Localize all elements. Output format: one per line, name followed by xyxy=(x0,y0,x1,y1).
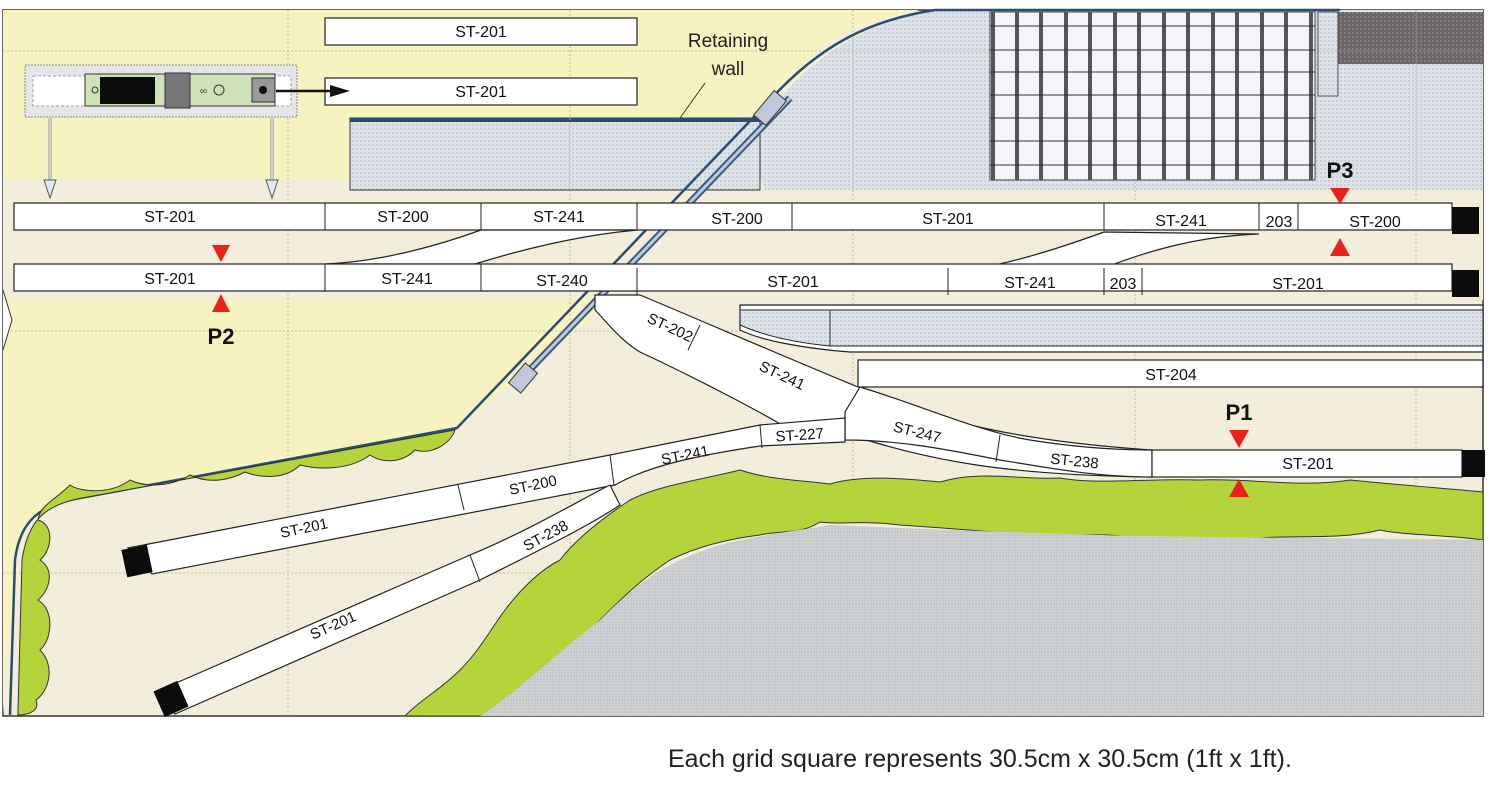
retaining-wall-block xyxy=(349,117,761,191)
track-label: ST-201 xyxy=(455,84,507,101)
slope-wall xyxy=(8,8,1340,716)
lower-right-grey-area xyxy=(480,525,1483,716)
track-label: ST-201 xyxy=(144,271,196,288)
track-label: ST-200 xyxy=(711,211,763,228)
grid-scale-caption: Each grid square represents 30.5cm x 30.… xyxy=(668,745,1292,773)
track-label: 203 xyxy=(1110,276,1137,293)
building-structure xyxy=(989,11,1316,181)
lower-left-tracks: ST-227 ST-241 ST-200 ST-201 ST-238 ST-20… xyxy=(121,417,846,718)
track-label: ST-204 xyxy=(1145,367,1197,384)
svg-text:∞: ∞ xyxy=(200,86,207,97)
marker-p3: P3 xyxy=(1327,158,1354,256)
track-label: ST-201 xyxy=(1272,276,1324,293)
callout-text: Retaining xyxy=(688,31,768,52)
track-label: ST-201 xyxy=(922,211,974,228)
diagonal-track: ST-202 ST-241 ST-247 ST-238 ST-201 xyxy=(594,294,1485,478)
top-storage-tracks: ST-201 ST-201 xyxy=(324,17,638,106)
track-label: ST-201 xyxy=(767,274,819,291)
track-label: ST-241 xyxy=(533,209,585,226)
track-label: ST-200 xyxy=(1349,214,1401,231)
track-row-1: ST-201 ST-200 ST-241 ST-200 ST-201 ST-24… xyxy=(13,202,1479,234)
storage-track-2 xyxy=(324,77,638,106)
track-label: ST-201 xyxy=(455,24,507,41)
track-label: ST-241 xyxy=(381,271,433,288)
storage-track-1 xyxy=(324,17,638,46)
track-label: ST-201 xyxy=(1282,456,1334,473)
siding-st204: ST-204 xyxy=(857,359,1484,388)
marker-p2: P2 xyxy=(208,245,235,349)
marker-label: P1 xyxy=(1226,400,1253,425)
track-label: ST-201 xyxy=(144,209,196,226)
retaining-wall-callout: Retaining wall xyxy=(679,31,768,119)
dark-roof-area xyxy=(1338,12,1483,64)
track-label: ST-240 xyxy=(536,273,588,290)
board-edge-notch xyxy=(2,289,13,351)
bushes xyxy=(17,429,1484,717)
track-label: ST-241 xyxy=(1155,213,1207,230)
station-platform xyxy=(739,304,1484,353)
crossovers xyxy=(324,229,1260,273)
marker-label: P2 xyxy=(208,324,235,349)
light-column xyxy=(1317,11,1339,97)
marker-label: P3 xyxy=(1327,158,1354,183)
track-label: ST-200 xyxy=(377,209,429,226)
track-row-2: ST-201 ST-241 ST-240 ST-201 ST-241 203 S… xyxy=(13,263,1479,297)
marker-p1: P1 xyxy=(1226,400,1253,497)
track-label: ST-238 xyxy=(1050,451,1100,473)
track-label: ST-227 xyxy=(775,425,824,445)
callout-text: wall xyxy=(711,59,745,80)
track-label: ST-241 xyxy=(1004,275,1056,292)
locomotive: ∞ xyxy=(24,64,350,200)
track-label: 203 xyxy=(1266,214,1293,231)
